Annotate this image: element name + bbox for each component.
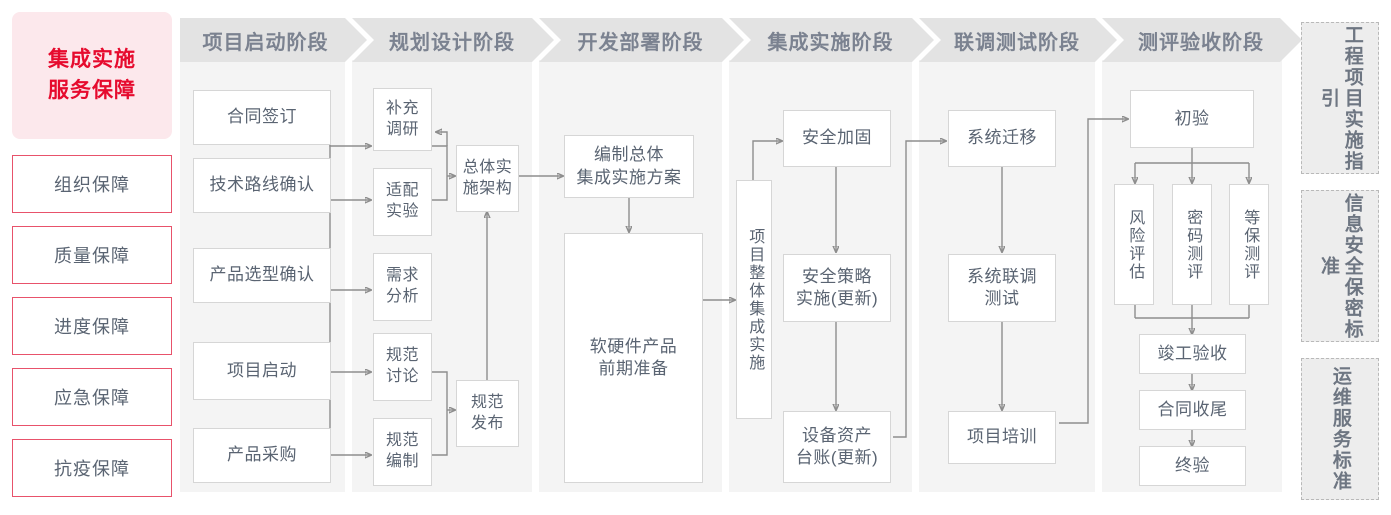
guarantee-card-quality[interactable]: 质量保障 (12, 226, 172, 284)
node-requirement-analysis[interactable]: 需求 分析 (373, 253, 432, 321)
node-label: 竣工验收 (1157, 343, 1228, 363)
rail-card-engineering-guide[interactable]: 工程项目实施指引 (1301, 22, 1379, 174)
phase-header-6[interactable]: 测评验收阶段 (1102, 18, 1302, 62)
node-security-hardening[interactable]: 安全加固 (783, 110, 891, 167)
phase-header-1[interactable]: 项目启动阶段 (180, 18, 367, 62)
node-project-kickoff[interactable]: 项目启动 (193, 342, 331, 400)
node-label: 规范 编制 (385, 432, 419, 470)
phase-header-4[interactable]: 集成实施阶段 (729, 18, 934, 62)
rail-card-om-service-standard[interactable]: 运维服务标准 (1301, 358, 1379, 500)
node-label: 产品采购 (227, 445, 297, 465)
rail-label: 信息安全保密标准 (1318, 192, 1363, 340)
node-product-procurement[interactable]: 产品采购 (193, 428, 331, 483)
node-draft-overall-integration-plan[interactable]: 编制总体 集成实施方案 (564, 135, 694, 198)
node-label: 终验 (1175, 455, 1210, 475)
hero-line-2: 服务保障 (48, 78, 136, 102)
node-label: 补充 调研 (385, 99, 419, 138)
node-supplementary-research[interactable]: 补充 调研 (373, 88, 432, 151)
node-label: 总体实 施架构 (462, 158, 513, 197)
guarantee-card-organization[interactable]: 组织保障 (12, 155, 172, 213)
node-label: 产品选型确认 (209, 265, 315, 285)
phase-header-2[interactable]: 规划设计阶段 (352, 18, 554, 62)
node-tech-route-confirm[interactable]: 技术路线确认 (193, 158, 331, 213)
node-label: 系统联调 测试 (967, 266, 1037, 308)
node-spec-release[interactable]: 规范 发布 (456, 380, 519, 447)
guarantee-card-epidemic[interactable]: 抗疫保障 (12, 439, 172, 497)
node-completion-acceptance[interactable]: 竣工验收 (1139, 334, 1246, 374)
guarantee-card-emergency[interactable]: 应急保障 (12, 368, 172, 426)
node-label: 设备资产 台账(更新) (795, 425, 879, 467)
guarantee-label: 组织保障 (54, 175, 130, 195)
phase-header-5[interactable]: 联调测试阶段 (919, 18, 1117, 62)
node-label: 项目培训 (967, 427, 1037, 447)
node-label: 规范 发布 (470, 393, 504, 432)
node-mlps-evaluation[interactable]: 等保测评 (1229, 184, 1269, 305)
node-label: 规范 讨论 (385, 347, 419, 385)
node-label: 软硬件产品 前期准备 (589, 336, 678, 378)
node-risk-assessment[interactable]: 风险评估 (1114, 184, 1154, 305)
node-label: 项目启动 (227, 360, 297, 380)
phase-header-3[interactable]: 开发部署阶段 (539, 18, 744, 62)
node-label: 密码测评 (1184, 208, 1202, 281)
node-system-migration[interactable]: 系统迁移 (948, 110, 1056, 167)
node-security-policy-update[interactable]: 安全策略 实施(更新) (783, 254, 891, 322)
node-label: 系统迁移 (967, 128, 1037, 148)
phase-header-label: 集成实施阶段 (767, 31, 894, 54)
node-label: 安全加固 (802, 128, 872, 148)
guarantee-label: 抗疫保障 (54, 459, 130, 479)
node-system-joint-test[interactable]: 系统联调 测试 (948, 254, 1056, 322)
node-preliminary-acceptance[interactable]: 初验 (1130, 90, 1254, 148)
guarantee-card-schedule[interactable]: 进度保障 (12, 297, 172, 355)
node-label: 适配 实验 (385, 182, 419, 220)
node-label: 项目整体集成实施 (746, 227, 764, 372)
phase-header-label: 项目启动阶段 (202, 31, 329, 54)
node-overall-project-integration[interactable]: 项目整体集成实施 (736, 180, 772, 419)
node-overall-implementation-architecture[interactable]: 总体实 施架构 (456, 145, 519, 212)
node-asset-ledger-update[interactable]: 设备资产 台账(更新) (783, 411, 891, 483)
node-label: 风险评估 (1126, 208, 1144, 281)
phase-header-label: 联调测试阶段 (954, 31, 1080, 54)
guarantee-label: 进度保障 (54, 317, 130, 337)
hero-line-1: 集成实施 (48, 48, 136, 72)
hero-card-integration-service: 集成实施 服务保障 (12, 12, 172, 139)
node-contract-closeout[interactable]: 合同收尾 (1139, 390, 1246, 430)
node-product-selection-confirm[interactable]: 产品选型确认 (193, 248, 331, 303)
node-label: 安全策略 实施(更新) (795, 266, 879, 308)
node-adaptation-experiment[interactable]: 适配 实验 (373, 168, 432, 236)
node-spec-drafting[interactable]: 规范 编制 (373, 418, 432, 486)
node-cryptography-evaluation[interactable]: 密码测评 (1172, 184, 1212, 305)
node-label: 合同签订 (227, 107, 297, 127)
node-label: 编制总体 集成实施方案 (576, 145, 682, 187)
phase-header-label: 开发部署阶段 (577, 31, 704, 54)
rail-card-infosec-standard[interactable]: 信息安全保密标准 (1301, 190, 1379, 342)
node-final-acceptance[interactable]: 终验 (1139, 446, 1246, 486)
phase-header-label: 规划设计阶段 (389, 31, 515, 54)
node-spec-discussion[interactable]: 规范 讨论 (373, 333, 432, 401)
node-label: 需求 分析 (385, 267, 419, 305)
node-contract-signing[interactable]: 合同签订 (193, 90, 331, 145)
node-project-training[interactable]: 项目培训 (948, 411, 1056, 464)
guarantee-label: 应急保障 (54, 388, 130, 408)
phase-header-label: 测评验收阶段 (1138, 31, 1264, 54)
node-hw-sw-product-preparation[interactable]: 软硬件产品 前期准备 (564, 233, 703, 483)
node-label: 合同收尾 (1157, 399, 1228, 419)
rail-label: 运维服务标准 (1329, 366, 1351, 492)
rail-label: 工程项目实施指引 (1318, 24, 1363, 172)
node-label: 等保测评 (1241, 208, 1259, 281)
node-label: 技术路线确认 (209, 175, 315, 195)
node-label: 初验 (1174, 108, 1210, 128)
guarantee-label: 质量保障 (54, 246, 130, 266)
